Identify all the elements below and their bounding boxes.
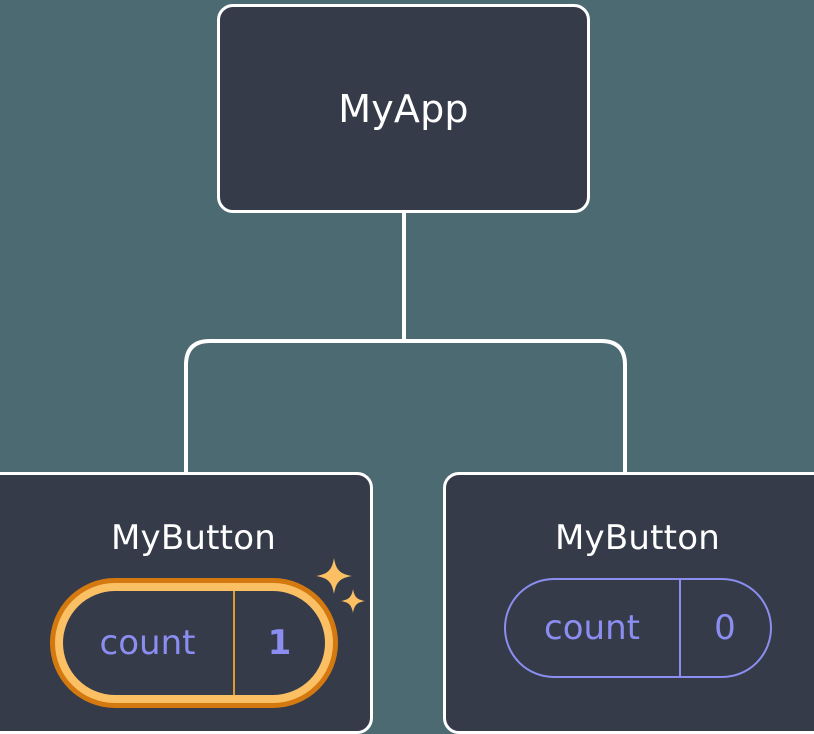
edge-branch-right <box>404 339 627 474</box>
node-mybutton-left[interactable]: MyButton count 1 <box>0 472 373 734</box>
state-pill-count-0[interactable]: count 0 <box>503 578 772 678</box>
state-key-count-left: count <box>63 591 235 695</box>
node-mybutton-right-title: MyButton <box>555 518 720 558</box>
state-pill-highlighted-wrap: count 1 <box>49 558 365 708</box>
state-value-count-right: 0 <box>714 608 736 648</box>
node-myapp[interactable]: MyApp <box>217 4 590 213</box>
state-pill-plain-wrap: count 0 <box>503 578 772 678</box>
sparkle-small-icon <box>340 589 365 613</box>
state-value-count-left: 1 <box>267 623 292 663</box>
node-myapp-title: MyApp <box>338 86 469 131</box>
state-pill-core: count 1 <box>62 591 325 695</box>
edge-branch-left <box>184 339 404 474</box>
node-mybutton-left-title: MyButton <box>111 518 276 558</box>
sparkle-large-icon <box>315 558 352 594</box>
state-pill-count-1[interactable]: count 1 <box>49 578 338 708</box>
state-key-count-right: count <box>506 580 681 676</box>
node-mybutton-right[interactable]: MyButton count 0 <box>443 472 814 734</box>
state-pill-ring-inner: count 1 <box>54 583 333 703</box>
